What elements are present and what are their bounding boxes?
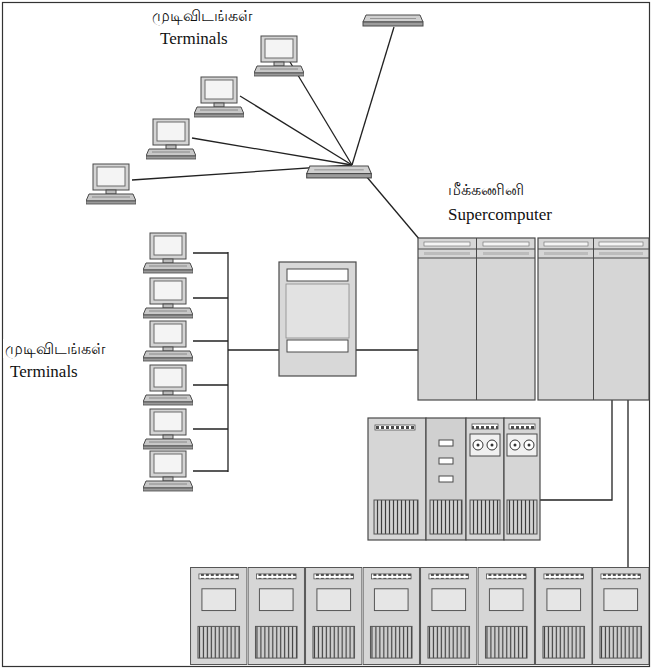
terminal-icon: [194, 77, 244, 117]
label-text: Terminals: [8, 362, 80, 382]
label-text: மீக்கணினி: [446, 180, 526, 199]
network-device: [363, 15, 423, 26]
terminal-icon: [143, 233, 193, 273]
storage-cabinet: [421, 567, 477, 664]
storage-cabinet: [478, 567, 534, 664]
terminal-icon: [143, 451, 193, 491]
storage-cabinet: [363, 567, 419, 664]
storage-cabinet: [191, 567, 247, 664]
terminal-icon: [143, 409, 193, 449]
frame: [3, 3, 650, 667]
terminal-icon: [146, 119, 196, 159]
terminal-icon: [143, 278, 193, 318]
terminal-icon: [86, 164, 136, 204]
storage-unit: [368, 418, 540, 540]
storage-cabinet: [306, 567, 362, 664]
front-end-unit: [279, 262, 356, 376]
storage-wires: [540, 400, 628, 568]
network-wires: [132, 27, 420, 240]
supercomputer-cabinet: [418, 238, 535, 400]
terminal-icon: [143, 365, 193, 405]
label-text: Terminals: [158, 29, 230, 49]
storage-cabinet: [593, 567, 649, 664]
terminal-icon: [143, 321, 193, 361]
storage-cabinet: [248, 567, 304, 664]
storage-cabinet: [536, 567, 592, 664]
label-text: Supercomputer: [446, 205, 554, 225]
label-text: முடிவிடங்கள்: [3, 339, 107, 358]
label-text: முடிவிடங்கள்: [150, 6, 254, 25]
supercomputer-cabinet: [538, 238, 649, 400]
terminal-icon: [254, 36, 304, 76]
network-hub: [307, 166, 372, 178]
